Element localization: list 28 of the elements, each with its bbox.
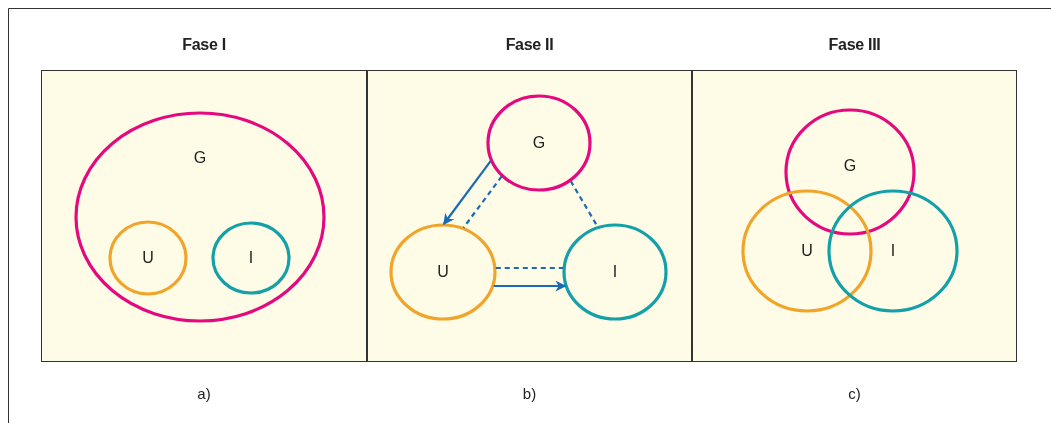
set-label: U xyxy=(437,263,449,281)
panel-caption: b) xyxy=(522,385,537,402)
set-label: G xyxy=(843,157,857,175)
phase-heading: Fase I xyxy=(182,36,226,54)
set-ellipse xyxy=(211,221,291,295)
connector-line xyxy=(495,266,564,270)
set-label: U xyxy=(801,242,813,260)
set-ellipse xyxy=(108,220,188,296)
set-ellipse xyxy=(389,223,497,321)
panel-caption: c) xyxy=(848,385,861,402)
set-ellipse xyxy=(784,108,916,236)
set-ellipse xyxy=(74,111,326,323)
set-ellipse xyxy=(562,223,668,321)
arrow xyxy=(493,280,567,292)
set-label: I xyxy=(612,263,618,281)
phase-heading: Fase II xyxy=(505,36,554,54)
set-ellipse xyxy=(741,189,873,313)
set-label: G xyxy=(532,134,546,152)
panel-caption: a) xyxy=(197,385,211,402)
set-ellipse xyxy=(827,189,959,313)
set-label: U xyxy=(142,249,154,267)
connector-line xyxy=(462,175,503,229)
arrow xyxy=(442,160,492,225)
set-label: I xyxy=(890,242,896,260)
set-ellipse xyxy=(486,94,592,192)
set-label: I xyxy=(248,249,254,267)
phase-heading: Fase III xyxy=(828,36,881,54)
set-label: G xyxy=(193,149,207,167)
